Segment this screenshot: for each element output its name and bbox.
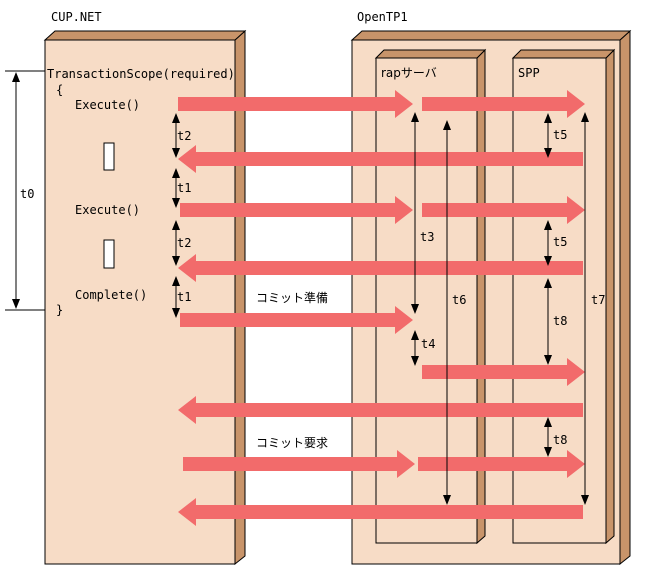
request-arrow-1a (178, 90, 413, 118)
t0-label: t0 (20, 187, 34, 201)
commit-request-arrow-b (418, 450, 585, 478)
opentp1-title: OpenTP1 (357, 10, 408, 24)
t8-arrow-2 (544, 417, 552, 457)
t8-label-2: t8 (553, 433, 567, 447)
cup-net-title: CUP.NET (51, 10, 102, 24)
timing-arrows (172, 112, 589, 505)
request-arrow-1b (422, 90, 585, 118)
t4-label: t4 (421, 337, 435, 351)
prepare-response-arrow (178, 396, 583, 424)
t8-label-1: t8 (553, 314, 567, 328)
t5-arrow-2 (544, 220, 552, 266)
commit-response-arrow (178, 498, 583, 526)
t1-label-1: t1 (177, 181, 191, 195)
t3-arrow (411, 112, 419, 314)
commit-prepare-label: コミット準備 (256, 290, 328, 305)
t1-arrow-2 (172, 276, 180, 318)
message-arrows (178, 90, 585, 526)
t7-arrow (581, 112, 589, 505)
t5-arrow-1 (544, 113, 552, 158)
spp-box (511, 48, 616, 545)
t2-arrow-2 (172, 220, 180, 266)
spp-label: SPP (518, 66, 540, 80)
t0-bracket (5, 70, 45, 311)
commit-prepare-arrow (180, 306, 413, 334)
t4-arrow (411, 330, 419, 366)
transaction-scope-line: TransactionScope(required) (47, 67, 235, 81)
response-arrow-2 (178, 254, 583, 282)
open-brace: { (56, 83, 63, 97)
t2-label-1: t2 (177, 129, 191, 143)
execute-call-2: Execute() (75, 203, 140, 217)
rap-server-label: rapサーバ (381, 66, 437, 80)
request-arrow-2a (180, 196, 413, 224)
complete-call: Complete() (75, 288, 147, 302)
request-arrow-2b (422, 196, 585, 224)
processing-marker-1 (103, 142, 115, 171)
t8-arrow-1 (544, 278, 552, 365)
t7-label: t7 (591, 293, 605, 307)
t1-label-2: t1 (177, 290, 191, 304)
t5-label-2: t5 (553, 235, 567, 249)
cup-net-box (43, 29, 247, 566)
t6-label: t6 (452, 293, 466, 307)
commit-request-label: コミット要求 (256, 436, 328, 450)
processing-marker-2 (103, 239, 115, 269)
t2-label-2: t2 (177, 236, 191, 250)
t6-arrow (443, 120, 451, 505)
t5-label-1: t5 (553, 128, 567, 142)
prepare-to-spp-arrow (422, 358, 585, 386)
response-arrow-1 (178, 145, 583, 173)
close-brace: } (56, 303, 63, 317)
t1-arrow-1 (172, 168, 180, 208)
commit-request-arrow-a (183, 450, 415, 478)
t3-label: t3 (420, 230, 434, 244)
t2-arrow-1 (172, 113, 180, 158)
execute-call-1: Execute() (75, 98, 140, 112)
